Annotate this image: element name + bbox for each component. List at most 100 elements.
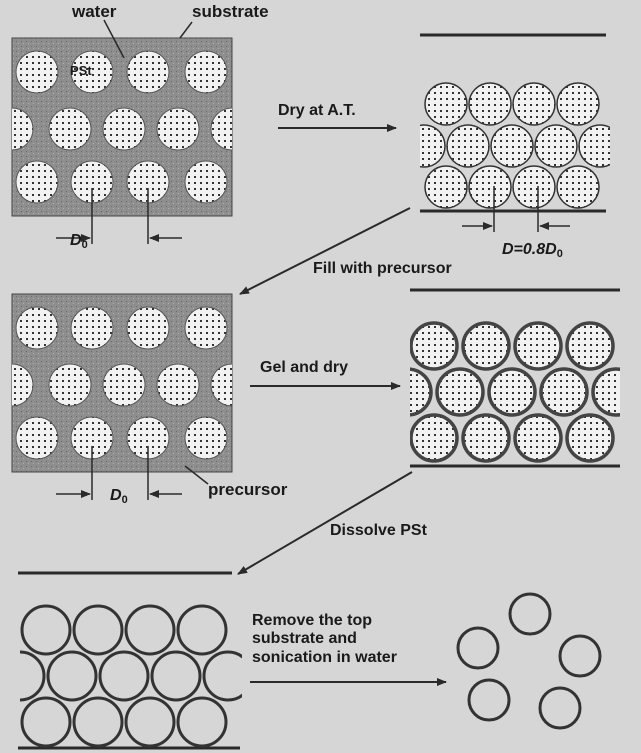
pst-particle — [15, 50, 59, 94]
substrate-label: substrate — [192, 2, 269, 21]
shelled-particle — [565, 413, 615, 463]
shelled-particle — [487, 367, 537, 417]
pst-particle-packed — [512, 165, 556, 209]
d0-label-bottom: D0 — [110, 487, 128, 506]
fill-with-precursor-label: Fill with precursor — [313, 260, 452, 277]
panel-pst-in-water — [11, 37, 233, 217]
shelled-particle — [513, 413, 563, 463]
pst-particle — [126, 306, 170, 350]
pst-particle — [184, 416, 228, 460]
pst-particle-packed — [556, 165, 600, 209]
pst-particle — [70, 50, 114, 94]
free-hollow-sphere — [538, 686, 582, 730]
pst-particles-dispersed — [12, 50, 232, 204]
hollow-shells-packed — [20, 604, 242, 748]
remove-line-2: substrate and — [252, 630, 357, 648]
pst-particle-packed — [420, 124, 446, 168]
leader-lines — [103, 19, 209, 485]
panel-precursor-filled — [11, 293, 233, 473]
dissolve-pst-label: Dissolve PSt — [330, 522, 427, 539]
d0-label-top: D0 — [70, 232, 88, 251]
pst-particle — [15, 416, 59, 460]
remove-substrate-label: Remove the top substrate and sonication … — [252, 612, 397, 667]
pst-particle — [15, 160, 59, 204]
pst-particle — [156, 363, 200, 407]
pst-particle — [70, 306, 114, 350]
d-ratio-label: D=0.8D0 — [502, 241, 563, 260]
pst-particle-packed — [424, 165, 468, 209]
pst-particle — [184, 160, 228, 204]
gel-and-dry-label: Gel and dry — [260, 359, 349, 376]
shelled-particle — [410, 413, 459, 463]
remove-line-1: Remove the top — [252, 612, 373, 629]
pst-particle — [102, 363, 146, 407]
hollow-shell — [176, 696, 228, 748]
pst-particle — [184, 50, 228, 94]
hollow-shell — [124, 604, 176, 656]
hollow-shell — [20, 604, 72, 656]
panel-gel-shells — [410, 288, 620, 468]
dimension-marks — [56, 186, 570, 500]
pst-particle-packed — [468, 82, 512, 126]
pst-particle — [12, 107, 34, 151]
free-hollow-sphere — [456, 626, 500, 670]
pst-particle — [156, 107, 200, 151]
pst-particle-packed — [424, 82, 468, 126]
shelled-particle — [513, 321, 563, 371]
shelled-particle — [539, 367, 589, 417]
pst-particle-packed — [534, 124, 578, 168]
shelled-particle — [461, 321, 511, 371]
panel-hollow-shells — [18, 571, 242, 750]
pst-label: PSt — [70, 63, 92, 78]
shelled-particles — [410, 321, 620, 463]
shelled-particle — [591, 367, 620, 417]
pst-particle — [126, 50, 170, 94]
pst-particle — [210, 107, 232, 151]
pst-particles-packed — [420, 82, 610, 209]
precursor-leader — [184, 465, 209, 485]
free-hollow-sphere — [558, 634, 602, 678]
arrow-dissolve — [237, 471, 413, 575]
panel-free-hollow-spheres — [456, 592, 602, 730]
shelled-particle — [410, 321, 459, 371]
hollow-shell — [72, 604, 124, 656]
hollow-shell — [176, 604, 228, 656]
pst-particles-in-precursor — [12, 306, 232, 460]
hollow-shell — [20, 650, 46, 702]
free-hollow-sphere — [467, 678, 511, 722]
process-arrows — [237, 124, 447, 686]
pst-particle — [48, 363, 92, 407]
pst-particle-packed — [556, 82, 600, 126]
shelled-particle — [435, 367, 485, 417]
hollow-shell — [202, 650, 242, 702]
arrow-fill — [239, 207, 411, 295]
hollow-shell — [98, 650, 150, 702]
shelled-particle — [461, 413, 511, 463]
pst-particle — [15, 306, 59, 350]
pst-particle — [12, 363, 34, 407]
hollow-shell — [20, 696, 72, 748]
substrate-leader — [179, 21, 193, 39]
precursor-label: precursor — [208, 480, 288, 499]
pst-particle-packed — [468, 165, 512, 209]
pst-particle-packed — [490, 124, 534, 168]
pst-particle-packed — [446, 124, 490, 168]
dry-at-at-label: Dry at A.T. — [278, 102, 356, 119]
hollow-shell — [124, 696, 176, 748]
shelled-particle — [565, 321, 615, 371]
water-label: water — [72, 2, 117, 21]
panel-dried-packed — [420, 33, 610, 213]
pst-particle — [102, 107, 146, 151]
shelled-particle — [410, 367, 433, 417]
water-leader — [103, 19, 125, 59]
hollow-shell — [150, 650, 202, 702]
pst-particle-packed — [578, 124, 610, 168]
pst-particle-packed — [512, 82, 556, 126]
hollow-shell — [46, 650, 98, 702]
pst-particle — [48, 107, 92, 151]
free-hollow-sphere — [508, 592, 552, 636]
pst-particle — [184, 306, 228, 350]
remove-line-3: sonication in water — [252, 648, 397, 666]
